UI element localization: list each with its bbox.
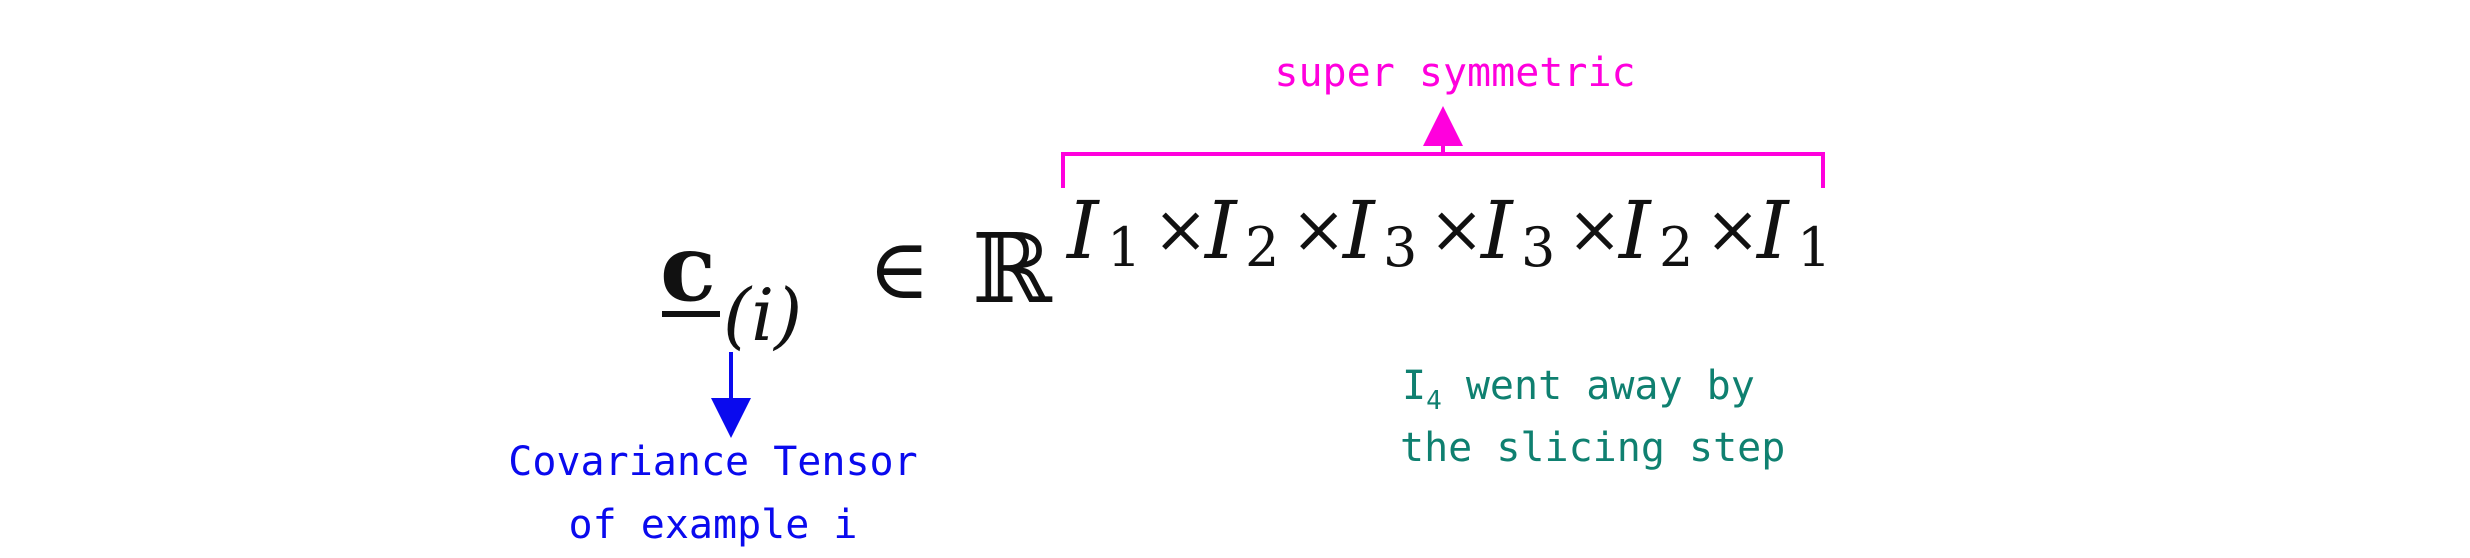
times-sign-5: × <box>1705 191 1760 268</box>
exponent-subscript-6: 1 <box>1797 216 1831 279</box>
exponent-term-1: I <box>1065 184 1100 277</box>
times-sign-2: × <box>1291 191 1346 268</box>
exponent-subscript-4: 3 <box>1521 216 1555 279</box>
slicing-note-line2: the slicing step <box>1400 425 1785 471</box>
super-symmetric-label: super symmetric <box>1274 50 1635 96</box>
exponent-term-6: I <box>1755 184 1790 277</box>
times-sign-3: × <box>1429 191 1484 268</box>
real-numbers-symbol: ℝ <box>972 213 1053 325</box>
exponent-term-3: I <box>1341 184 1376 277</box>
exponent-term-2: I <box>1203 184 1238 277</box>
exponent-subscript-5: 2 <box>1659 216 1693 279</box>
slicing-note-subscript: 4 <box>1426 386 1442 416</box>
exponent-term-4: I <box>1479 184 1514 277</box>
slicing-note-base: I <box>1402 363 1426 409</box>
exponent-subscript-2: 2 <box>1245 216 1279 279</box>
exponent-term-5: I <box>1617 184 1652 277</box>
element-of-symbol: ∈ <box>868 220 930 318</box>
covariance-label-line1: Covariance Tensor <box>508 439 917 485</box>
super-symmetric-bracket <box>1061 152 1825 188</box>
times-sign-1: × <box>1153 191 1208 268</box>
times-sign-4: × <box>1567 191 1622 268</box>
slicing-note-rest: went away by <box>1442 363 1755 409</box>
tensor-symbol: c <box>660 214 716 322</box>
covariance-label-line2: of example i <box>569 502 858 548</box>
slicing-note-line1: I4 went away by <box>1402 363 1755 416</box>
tensor-index: (i) <box>723 273 802 357</box>
exponent-subscript-3: 3 <box>1383 216 1417 279</box>
exponent-subscript-1: 1 <box>1107 216 1141 279</box>
